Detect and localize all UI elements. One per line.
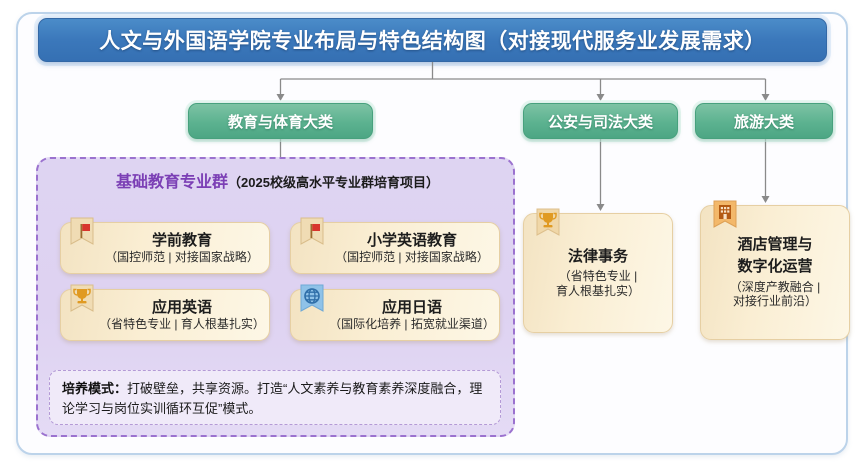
training-model-note-text: 打破壁垒，共享资源。打造“人文素养与教育素养深度融合，理论学习与岗位实训循环互促… xyxy=(62,381,483,417)
trophy-ribbon-icon xyxy=(536,208,560,236)
program-card-subtitle: （国控师范 | 对接国家战略） xyxy=(335,249,489,264)
category-tourism[interactable]: 旅游大类 xyxy=(695,103,833,139)
program-card-title: 应用日语 xyxy=(381,299,442,317)
program-card-title-line2: 数字化运营 xyxy=(737,258,813,276)
program-card-applied-japanese[interactable]: 应用日语 （国际化培养 | 拓宽就业渠道） xyxy=(290,284,500,341)
program-card-applied-english[interactable]: 应用英语 （省特色专业 | 育人根基扎实） xyxy=(60,284,270,341)
program-card-title: 应用英语 xyxy=(151,299,212,317)
program-card-subtitle: （省特色专业 | 育人根基扎实） xyxy=(99,316,265,331)
program-card-title: 小学英语教育 xyxy=(366,232,457,250)
category-tourism-label: 旅游大类 xyxy=(733,113,794,131)
category-public-security-justice[interactable]: 公安与司法大类 xyxy=(523,103,678,139)
trophy-ribbon-icon xyxy=(70,284,94,312)
globe-ribbon-icon xyxy=(300,284,324,312)
category-education[interactable]: 教育与体育大类 xyxy=(188,103,373,139)
program-card-primary-english-education[interactable]: 小学英语教育 （国控师范 | 对接国家战略） xyxy=(290,217,500,274)
group-panel-title: 基础教育专业群 xyxy=(116,174,229,191)
program-card-subtitle: （国际化培养 | 拓宽就业渠道） xyxy=(329,316,495,331)
hotel-building-ribbon-icon xyxy=(713,200,737,228)
page-title: 人文与外国语学院专业布局与特色结构图（对接现代服务业发展需求） xyxy=(99,30,766,53)
group-panel-header: 基础教育专业群（2025校级高水平专业群培育项目） xyxy=(38,168,517,192)
program-card-title: 法律事务 xyxy=(567,247,628,265)
program-card-title: 学前教育 xyxy=(151,232,212,250)
group-panel-subtitle: （2025校级高水平专业群培育项目） xyxy=(228,175,439,190)
red-flag-ribbon-icon xyxy=(300,217,324,245)
program-card-title-line1: 酒店管理与 xyxy=(737,236,813,254)
red-flag-ribbon-icon xyxy=(70,217,94,245)
program-card-subtitle: （国控师范 | 对接国家战略） xyxy=(105,249,259,264)
training-model-note: 培养模式：打破壁垒，共享资源。打造“人文素养与教育素养深度融合，理论学习与岗位实… xyxy=(49,370,501,425)
page-title-bar: 人文与外国语学院专业布局与特色结构图（对接现代服务业发展需求） xyxy=(38,18,827,62)
program-card-legal-affairs[interactable]: 法律事务 （省特色专业 | 育人根基扎实） xyxy=(523,208,673,333)
program-card-subtitle-line1: （深度产教融合 | xyxy=(729,279,821,294)
category-education-label: 教育与体育大类 xyxy=(227,113,333,131)
program-card-subtitle-line1: （省特色专业 | xyxy=(558,269,638,284)
program-card-subtitle-line2: 对接行业前沿） xyxy=(732,294,817,309)
program-card-preschool-education[interactable]: 学前教育 （国控师范 | 对接国家战略） xyxy=(60,217,270,274)
program-card-hotel-management-digital-operation[interactable]: 酒店管理与 数字化运营 （深度产教融合 | 对接行业前沿） xyxy=(700,200,850,340)
program-card-subtitle-line2: 育人根基扎实） xyxy=(555,283,640,298)
training-model-note-label: 培养模式： xyxy=(62,381,128,396)
category-public-security-justice-label: 公安与司法大类 xyxy=(547,113,653,131)
